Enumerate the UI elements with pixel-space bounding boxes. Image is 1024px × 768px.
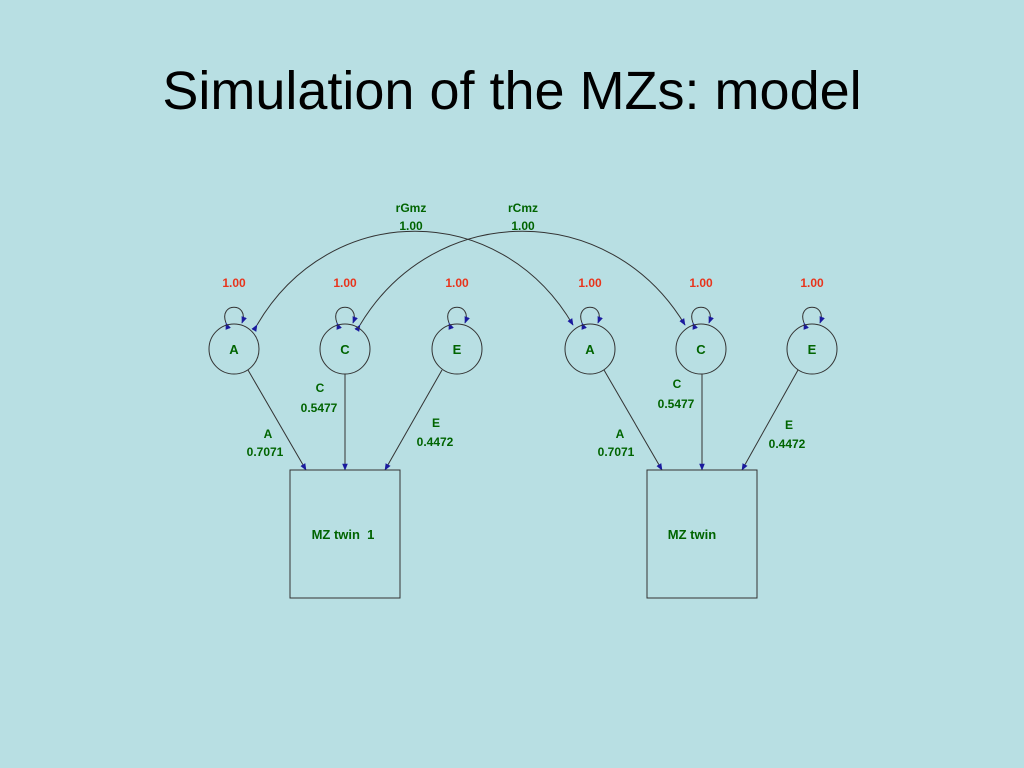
rg-value-label: 1.00 xyxy=(399,219,423,233)
twin1-box-label: MZ twin 1 xyxy=(312,527,375,542)
twin2-e-variance: 1.00 xyxy=(800,276,824,290)
twin1-a-path xyxy=(247,369,307,471)
twin1-node-e-label: E xyxy=(453,342,462,357)
twin2-e-path xyxy=(741,369,799,471)
twin1-c-path-value: 0.5477 xyxy=(301,401,338,415)
twin1-e-variance: 1.00 xyxy=(445,276,469,290)
twin2-e-path-name: E xyxy=(785,418,793,432)
twin1-e-path-name: E xyxy=(432,416,440,430)
twin2-box-label: MZ twin xyxy=(668,527,716,542)
twin2-a-variance: 1.00 xyxy=(578,276,602,290)
twin1-e-path-value: 0.4472 xyxy=(417,435,454,449)
rc-correlation-arc xyxy=(354,230,686,332)
twin2-a-path-value: 0.7071 xyxy=(598,445,635,459)
rg-name-label: rGmz xyxy=(396,201,427,215)
twin2-observed-box xyxy=(646,469,758,599)
twin2-c-path-name: C xyxy=(673,377,682,391)
twin2-a-path xyxy=(603,369,663,471)
twin2-node-c xyxy=(675,323,727,375)
twin1-c-variance-loop xyxy=(335,306,358,330)
twin2-node-e xyxy=(786,323,838,375)
twin1-node-e xyxy=(431,323,483,375)
rg-correlation-arc xyxy=(251,230,574,332)
twin1-node-a-label: A xyxy=(229,342,239,357)
twin1-node-c-label: C xyxy=(340,342,350,357)
rc-name-label: rCmz xyxy=(508,201,538,215)
twin1-a-variance: 1.00 xyxy=(222,276,246,290)
twin1-a-path-value: 0.7071 xyxy=(247,445,284,459)
rc-value-label: 1.00 xyxy=(511,219,535,233)
twin2-node-a-label: A xyxy=(585,342,595,357)
twin2-a-variance-loop xyxy=(580,306,603,330)
twin1-e-variance-loop xyxy=(447,306,470,330)
twin1-c-path-name: C xyxy=(316,381,325,395)
twin2-node-c-label: C xyxy=(696,342,706,357)
twin1-a-variance-loop xyxy=(224,306,247,330)
twin2-c-path-value: 0.5477 xyxy=(658,397,695,411)
twin1-node-a xyxy=(208,323,260,375)
twin1-c-variance: 1.00 xyxy=(333,276,357,290)
slide-title: Simulation of the MZs: model xyxy=(162,61,862,121)
twin2-c-variance: 1.00 xyxy=(689,276,713,290)
twin2-node-e-label: E xyxy=(808,342,817,357)
twin1-e-path xyxy=(384,369,443,471)
twin2-e-path-value: 0.4472 xyxy=(769,437,806,451)
twin2-node-a xyxy=(564,323,616,375)
twin2-e-variance-loop xyxy=(802,306,825,330)
twin2-a-path-name: A xyxy=(616,427,625,441)
twin1-observed-box xyxy=(289,469,401,599)
twin2-c-variance-loop xyxy=(691,306,714,330)
twin1-a-path-name: A xyxy=(264,427,273,441)
